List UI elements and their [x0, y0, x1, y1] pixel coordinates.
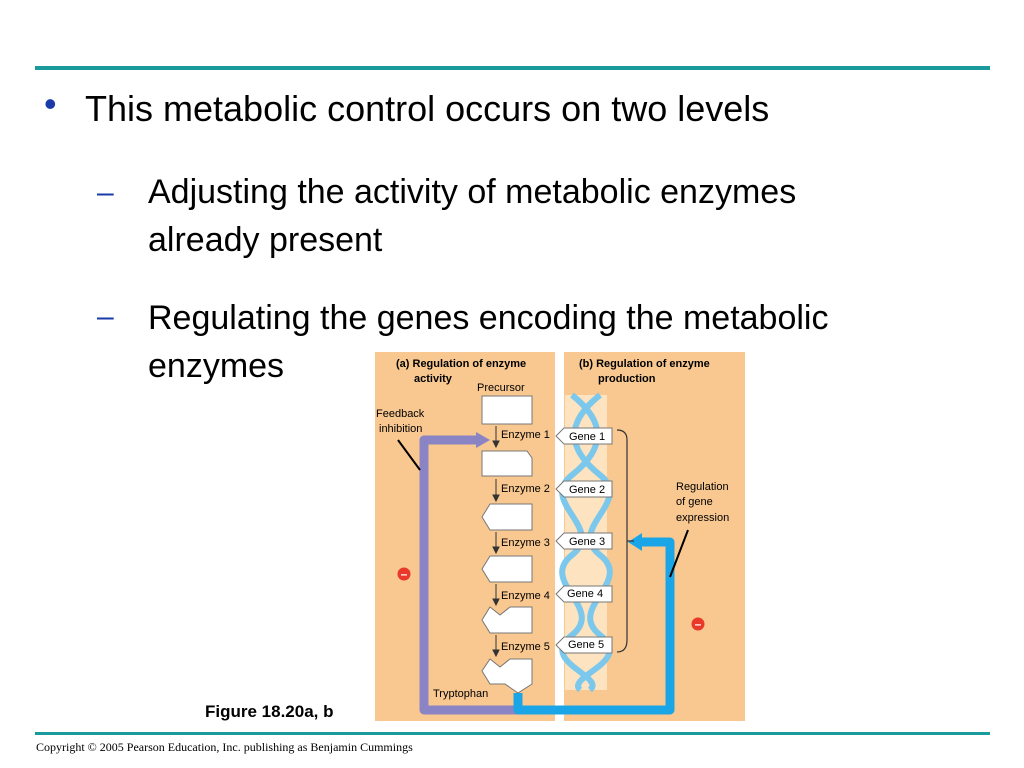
panel-a-title-line-1: (a) Regulation of enzyme: [396, 358, 526, 370]
gene-bracket: [616, 429, 628, 653]
dna-strand-2: [571, 392, 613, 693]
inhibition-symbol-a-mark: –: [401, 567, 408, 581]
feedback-pointer: [397, 439, 421, 471]
feedback-arrowhead: [476, 432, 490, 448]
gene-5-label: Gene 5: [568, 639, 604, 651]
dna-strand-1: [559, 392, 601, 693]
tryptophan-label: Tryptophan: [433, 688, 488, 700]
enzyme-5-label: Enzyme 5: [501, 641, 550, 653]
bottom-rule: [35, 732, 990, 735]
subitem-2: Regulating the genes encoding the metabo…: [148, 294, 948, 390]
gene-regulation-arrowhead: [628, 533, 642, 551]
subitem-1-line-2: already present: [148, 221, 383, 259]
enzyme-2-label: Enzyme 2: [501, 483, 550, 495]
sub-dash-2: –: [97, 300, 114, 333]
regulation-label-line-2: of gene: [676, 496, 713, 508]
subitem-1: Adjusting the activity of metabolic enzy…: [148, 168, 948, 264]
subitem-2-line-2: enzymes: [148, 347, 285, 385]
gene-2-label: Gene 2: [569, 484, 605, 496]
precursor-label: Precursor: [477, 382, 525, 394]
inhibition-symbol-b-mark: –: [695, 617, 702, 631]
enzyme-1-label: Enzyme 1: [501, 429, 550, 441]
enzyme-3-label: Enzyme 3: [501, 537, 550, 549]
gene-1-label: Gene 1: [569, 431, 605, 443]
gene-regulation-arrow: [513, 537, 675, 715]
gene-3-label: Gene 3: [569, 536, 605, 548]
subitem-1-line-1: Adjusting the activity of metabolic enzy…: [148, 173, 797, 211]
top-rule: [35, 66, 990, 70]
tryptophan-shape: [481, 658, 533, 694]
bullet-main-text: This metabolic control occurs on two lev…: [85, 88, 770, 129]
feedback-label-line-2: inhibition: [379, 423, 422, 435]
regulation-label-line-1: Regulation: [676, 481, 729, 493]
gene-4-label: Gene 4: [567, 588, 603, 600]
panel-b-title-line-2: production: [598, 373, 656, 385]
sub-dash-1: –: [97, 176, 114, 209]
regulation-label-line-3: expression: [676, 512, 729, 524]
panel-a-title-line-2: activity: [414, 373, 453, 385]
panel-b-title-line-1: (b) Regulation of enzyme: [579, 358, 710, 370]
inhibition-symbol-a: [397, 567, 411, 581]
enzyme-arrows: [492, 426, 500, 658]
figure-caption: Figure 18.20a, b: [205, 702, 334, 721]
intermediate-3-shape: [481, 555, 533, 583]
inhibition-symbol-b: [691, 617, 705, 631]
regulation-pointer: [669, 529, 689, 578]
bullet-marker: •: [44, 83, 57, 124]
subitem-2-line-1: Regulating the genes encoding the metabo…: [148, 299, 829, 337]
intermediate-1-shape: [481, 450, 533, 477]
feedback-label-line-1: Feedback: [376, 408, 425, 420]
intermediate-4-shape: [481, 606, 533, 634]
enzyme-4-label: Enzyme 4: [501, 590, 550, 602]
gene-tags: [555, 427, 613, 654]
precursor-shape: [481, 395, 533, 425]
intermediate-2-shape: [481, 503, 533, 531]
copyright-notice: Copyright © 2005 Pearson Education, Inc.…: [36, 740, 413, 754]
